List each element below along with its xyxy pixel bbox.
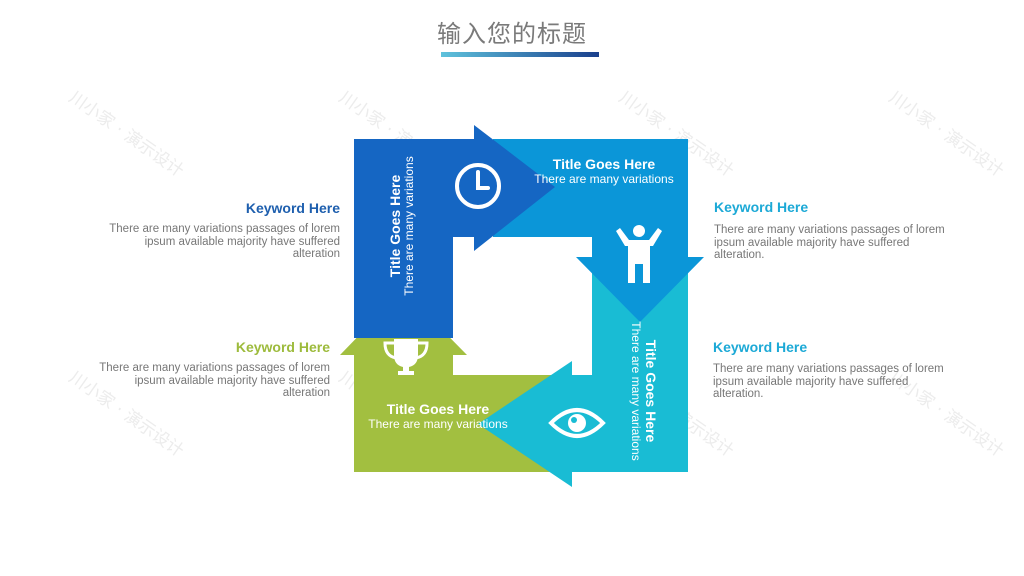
arrow-bottom-right <box>478 268 688 487</box>
keyword-line: There are many variations passages of lo… <box>714 224 945 236</box>
keyword-line: There are many variations passages of lo… <box>713 363 944 375</box>
keyword-bottom-right-body: There are many variations passages of lo… <box>713 363 944 401</box>
keyword-line: alteration. <box>714 249 765 261</box>
arrow-bottom-right-title: Title Goes Here <box>643 340 659 443</box>
keyword-line: ipsum available majority have suffered <box>134 374 330 387</box>
keyword-line: ipsum available majority have suffered <box>714 236 910 249</box>
keyword-line: ipsum available majority have suffered <box>713 375 909 388</box>
keyword-line: ipsum available majority have suffered <box>144 235 340 248</box>
keyword-bottom-left-body: There are many variations passages of lo… <box>99 362 330 400</box>
arrow-top-right-title: Title Goes Here <box>553 156 656 172</box>
keyword-line: alteration <box>292 248 340 260</box>
eye-icon <box>548 408 606 438</box>
arrow-bottom-left-subtitle: There are many variations <box>368 417 507 431</box>
keyword-top-left-body: There are many variations passages of lo… <box>109 223 340 261</box>
keyword-line: alteration. <box>713 388 764 400</box>
arrow-top-left-subtitle: There are many variations <box>402 156 416 295</box>
keyword-bottom-right-title: Keyword Here <box>713 339 808 355</box>
title-underline <box>441 52 599 57</box>
keyword-line: alteration <box>282 387 330 399</box>
page-title: 输入您的标题 <box>437 20 587 48</box>
arrow-top-right-subtitle: There are many variations <box>534 172 673 186</box>
arrow-bottom-right-subtitle: There are many variations <box>629 321 643 460</box>
trophy-icon <box>383 339 429 375</box>
clock-icon <box>455 163 501 209</box>
arrow-bottom-left-title: Title Goes Here <box>387 401 490 417</box>
person-icon <box>616 225 662 283</box>
arrow-top-left <box>354 125 555 338</box>
keyword-top-right-body: There are many variations passages of lo… <box>714 224 945 262</box>
keyword-line: There are many variations passages of lo… <box>99 362 330 374</box>
keyword-top-right-title: Keyword Here <box>714 199 809 215</box>
keyword-top-left-title: Keyword Here <box>245 200 340 216</box>
arrow-top-left-title: Title Goes Here <box>387 175 403 278</box>
keyword-bottom-left-title: Keyword Here <box>235 339 330 355</box>
keyword-line: There are many variations passages of lo… <box>109 223 340 235</box>
